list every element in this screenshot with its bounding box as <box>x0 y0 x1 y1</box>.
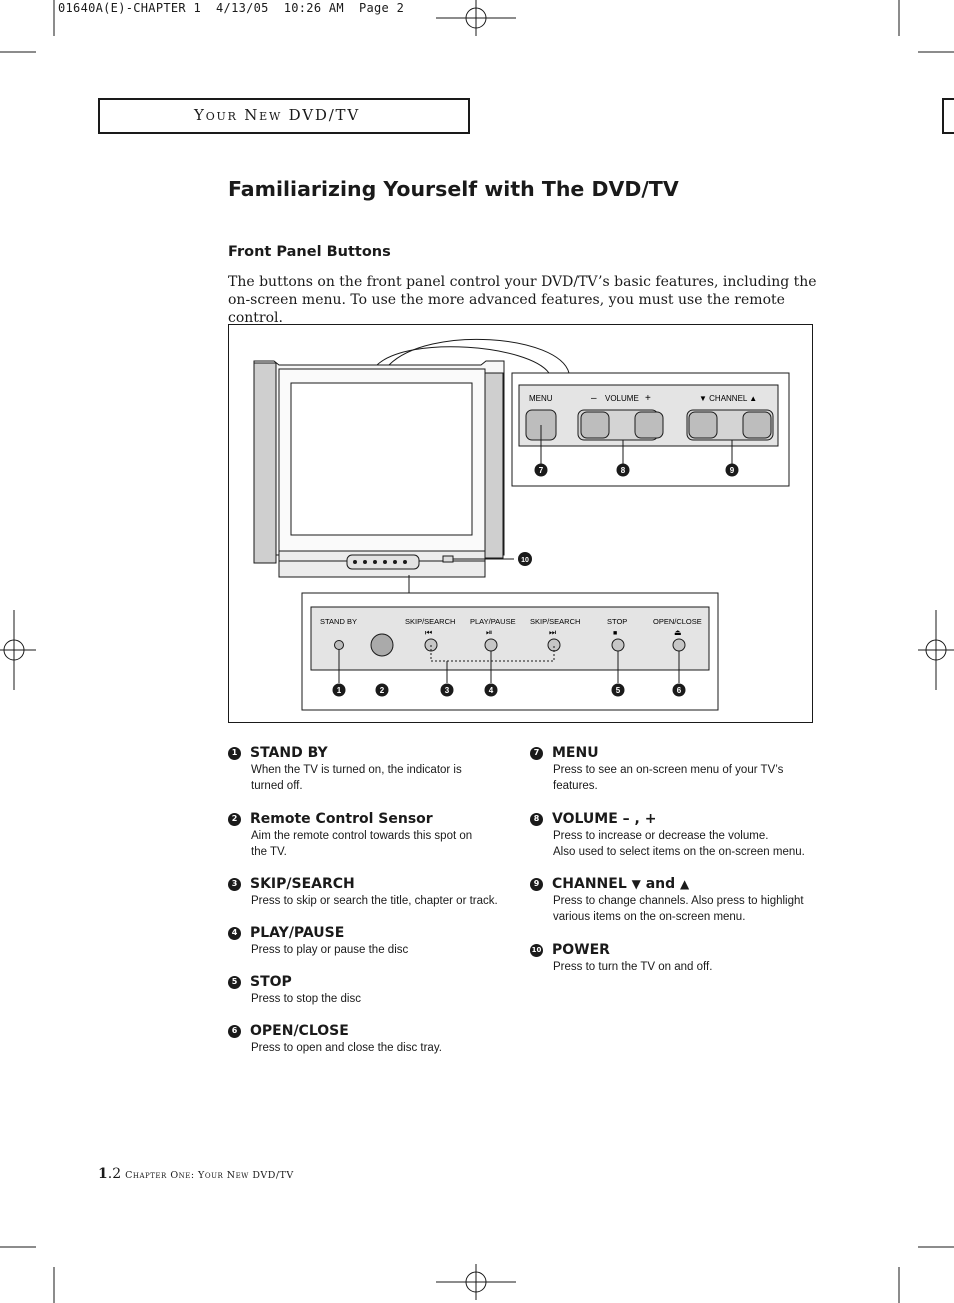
footer-chapter-title: Chapter One: Your New DVD/TV <box>125 1170 294 1181</box>
svg-text:8: 8 <box>621 466 626 475</box>
chapter-edge-tab <box>942 98 954 134</box>
label-skip-fwd-sym: ⏭ <box>549 628 556 637</box>
tv-illustration: MENU – VOLUME + ▼ CHANNEL ▲ STAND BY SKI… <box>253 338 790 711</box>
label-volume-minus: – <box>591 393 597 404</box>
label-skip-search-1: SKIP/SEARCH <box>405 617 455 626</box>
page-number-chapter: 1 <box>98 1166 108 1182</box>
svg-text:7: 7 <box>539 466 544 475</box>
svg-text:5: 5 <box>616 686 621 695</box>
page-number: .2 <box>107 1166 122 1182</box>
label-volume-plus: + <box>645 393 651 404</box>
label-skip-back-sym: ⏮ <box>425 628 432 637</box>
label-open-close: OPEN/CLOSE <box>653 617 702 626</box>
print-slug: 01640A(E)-CHAPTER 1 4/13/05 10:26 AM Pag… <box>58 1 405 15</box>
label-skip-search-2: SKIP/SEARCH <box>530 617 580 626</box>
label-stop: STOP <box>607 617 627 626</box>
section-header-box <box>98 98 470 134</box>
label-stop-sym: ■ <box>613 630 617 637</box>
triangle-up-icon: ▲ <box>680 877 690 891</box>
label-volume: VOLUME <box>605 394 639 403</box>
svg-text:10: 10 <box>521 557 529 564</box>
triangle-down-icon: ▼ <box>631 877 641 891</box>
svg-text:6: 6 <box>677 686 682 695</box>
label-channel: ▼ CHANNEL ▲ <box>699 394 757 403</box>
page-title: Familiarizing Yourself with The DVD/TV <box>228 177 679 201</box>
svg-text:2: 2 <box>380 686 385 695</box>
label-play-sym: ⏯ <box>486 628 492 637</box>
label-standby: STAND BY <box>320 617 357 626</box>
front-panel-diagram: MENU – VOLUME + ▼ CHANNEL ▲ STAND BY SKI… <box>228 324 813 723</box>
label-menu: MENU <box>529 394 553 403</box>
label-eject-sym: ⏏ <box>674 628 682 637</box>
svg-text:3: 3 <box>445 686 450 695</box>
section-header: Your New DVD/TV <box>194 106 360 124</box>
label-play-pause: PLAY/PAUSE <box>470 617 516 626</box>
section-subtitle: Front Panel Buttons <box>228 244 391 260</box>
svg-text:4: 4 <box>489 686 494 695</box>
svg-text:1: 1 <box>337 686 342 695</box>
intro-paragraph: The buttons on the front panel control y… <box>228 274 817 326</box>
callout-markers: 1 2 3 4 5 6 7 8 9 10 <box>332 463 739 697</box>
svg-text:9: 9 <box>730 466 735 475</box>
